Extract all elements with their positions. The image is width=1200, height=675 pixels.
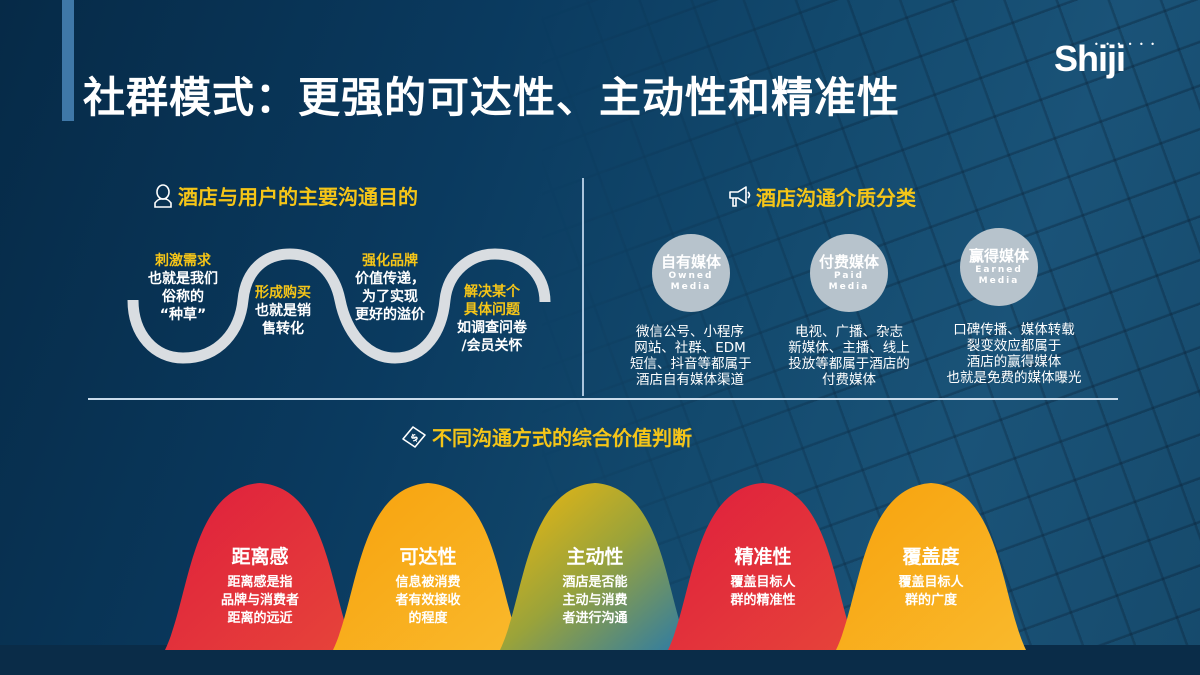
bell-coverage: 覆盖度 覆盖目标人 群的广度	[836, 478, 1026, 650]
paid-media-cn: 付费媒体	[818, 252, 879, 271]
money-icon: $	[402, 425, 426, 448]
slide-title: 社群模式：更强的可达性、主动性和精准性	[83, 73, 901, 122]
bell-initiative: 主动性 酒店是否能 主动与消费 者进行沟通	[500, 478, 690, 650]
paid-media-en-2: Media	[828, 281, 870, 292]
step-4-line-1: 如调查问卷	[457, 320, 527, 336]
earned-desc-line: 酒店的赢得媒体	[966, 354, 1062, 370]
title-accent-bar	[62, 0, 74, 121]
paid-desc-line: 电视、广播、杂志	[795, 324, 903, 340]
wave-step-1: 刺激需求 也就是我们 俗称的 “种草”	[133, 252, 233, 324]
media-heading: 酒店沟通介质分类	[726, 182, 916, 211]
step-3-line-2: 为了实现	[362, 289, 418, 305]
step-3-line-3: 更好的溢价	[355, 307, 425, 323]
wave-step-4: 解决某个 具体问题 如调查问卷 /会员关怀	[442, 283, 542, 355]
owned-desc-line: 酒店自有媒体渠道	[636, 372, 744, 388]
owned-desc-line: 短信、抖音等都属于	[630, 356, 752, 372]
bell-body-line: 酒店是否能	[562, 575, 628, 590]
bell-shape	[836, 483, 1026, 650]
bell-body-line: 者进行沟通	[562, 611, 628, 626]
earned-desc-line: 口碑传播、媒体转载	[953, 322, 1075, 338]
step-2-line-1: 也就是销	[255, 303, 311, 319]
paid-desc-line: 付费媒体	[822, 372, 876, 388]
owned-desc-line: 微信公号、小程序	[636, 324, 744, 340]
media-heading-text: 酒店沟通介质分类	[756, 186, 916, 210]
bell-precision: 精准性 覆盖目标人 群的精准性	[668, 478, 858, 650]
bell-body: 酒店是否能 主动与消费 者进行沟通	[500, 574, 690, 628]
user-icon	[154, 183, 172, 208]
paid-media-en-1: Paid	[834, 270, 864, 281]
earned-media-cn: 赢得媒体	[968, 246, 1029, 265]
owned-media-en-2: Media	[670, 281, 712, 292]
bell-body-line: 群的精准性	[730, 593, 796, 608]
bell-shape	[165, 483, 355, 650]
step-1-line-2: 俗称的	[162, 289, 204, 305]
bell-body: 覆盖目标人 群的精准性	[668, 574, 858, 610]
shiji-logo: Shiji	[1054, 38, 1126, 79]
earned-media-en-1: Earned	[975, 264, 1023, 275]
vertical-divider	[582, 178, 584, 396]
step-4-highlight-2: 具体问题	[464, 302, 520, 318]
step-1-line-1: 也就是我们	[148, 271, 218, 287]
step-1-highlight: 刺激需求	[155, 253, 211, 269]
communication-wave-line	[127, 248, 551, 364]
earned-media-description: 口碑传播、媒体转载 裂变效应都属于 酒店的赢得媒体 也就是免费的媒体曝光	[944, 322, 1084, 386]
bell-body-line: 信息被消费	[395, 575, 461, 590]
paid-media-description: 电视、广播、杂志 新媒体、主播、线上 投放等都属于酒店的 付费媒体	[788, 324, 910, 388]
value-heading: $ 不同沟通方式的综合价值判断	[400, 422, 692, 451]
bell-title: 主动性	[566, 546, 624, 568]
bell-body-line: 距离感是指	[227, 575, 293, 590]
bell-body-line: 品牌与消费者	[220, 593, 299, 608]
purpose-heading: 酒店与用户的主要沟通目的	[152, 181, 418, 210]
bell-reachability: 可达性 信息被消费 者有效接收 的程度	[333, 478, 523, 650]
svg-text:$: $	[409, 431, 421, 444]
step-2-line-2: 售转化	[262, 321, 304, 337]
bell-body-line: 的程度	[408, 611, 448, 626]
bell-body-line: 主动与消费	[562, 593, 628, 608]
earned-media-en-2: Media	[978, 275, 1020, 286]
step-4-line-2: /会员关怀	[461, 338, 523, 354]
paid-desc-line: 投放等都属于酒店的	[788, 356, 910, 372]
megaphone-icon	[729, 185, 751, 207]
bell-body-line: 群的广度	[904, 593, 957, 608]
owned-desc-line: 网站、社群、EDM	[634, 340, 746, 356]
step-4-highlight-1: 解决某个	[464, 284, 520, 300]
bell-title: 距离感	[231, 546, 289, 568]
step-3-line-1: 价值传递，	[355, 271, 425, 287]
paid-media-circle: 付费媒体 Paid Media	[810, 234, 888, 312]
bell-title: 精准性	[734, 546, 792, 568]
bell-body: 距离感是指 品牌与消费者 距离的远近	[165, 574, 355, 628]
bell-distance: 距离感 距离感是指 品牌与消费者 距离的远近	[165, 478, 355, 650]
step-3-highlight: 强化品牌	[362, 253, 418, 269]
logo-dots: • • • • • •	[1094, 40, 1158, 49]
bell-body-line: 距离的远近	[227, 611, 293, 626]
bell-body-line: 者有效接收	[395, 593, 461, 608]
wave-step-3: 强化品牌 价值传递， 为了实现 更好的溢价	[340, 252, 440, 324]
earned-media-circle: 赢得媒体 Earned Media	[960, 228, 1038, 306]
earned-desc-line: 也就是免费的媒体曝光	[946, 370, 1082, 386]
wave-step-2: 形成购买 也就是销 售转化	[238, 284, 328, 338]
bell-shape	[500, 483, 690, 650]
bell-shape	[668, 483, 858, 650]
owned-media-en-1: Owned	[668, 270, 714, 281]
bell-title: 覆盖度	[902, 546, 960, 568]
value-heading-text: 不同沟通方式的综合价值判断	[432, 426, 692, 450]
purpose-heading-text: 酒店与用户的主要沟通目的	[178, 185, 418, 209]
horizontal-divider	[88, 398, 1118, 400]
background-bottom-band	[0, 645, 1200, 675]
bell-title: 可达性	[399, 546, 457, 568]
paid-desc-line: 新媒体、主播、线上	[788, 340, 910, 356]
owned-media-description: 微信公号、小程序 网站、社群、EDM 短信、抖音等都属于 酒店自有媒体渠道	[630, 324, 752, 388]
bell-shape	[333, 483, 523, 650]
owned-media-cn: 自有媒体	[660, 252, 721, 271]
bell-body-line: 覆盖目标人	[898, 575, 964, 590]
earned-desc-line: 裂变效应都属于	[966, 338, 1062, 354]
bell-body: 信息被消费 者有效接收 的程度	[333, 574, 523, 628]
owned-media-circle: 自有媒体 Owned Media	[652, 234, 730, 312]
bell-body-line: 覆盖目标人	[730, 575, 796, 590]
step-2-highlight: 形成购买	[255, 285, 311, 301]
step-1-line-3: “种草”	[159, 307, 207, 323]
bell-body: 覆盖目标人 群的广度	[836, 574, 1026, 610]
